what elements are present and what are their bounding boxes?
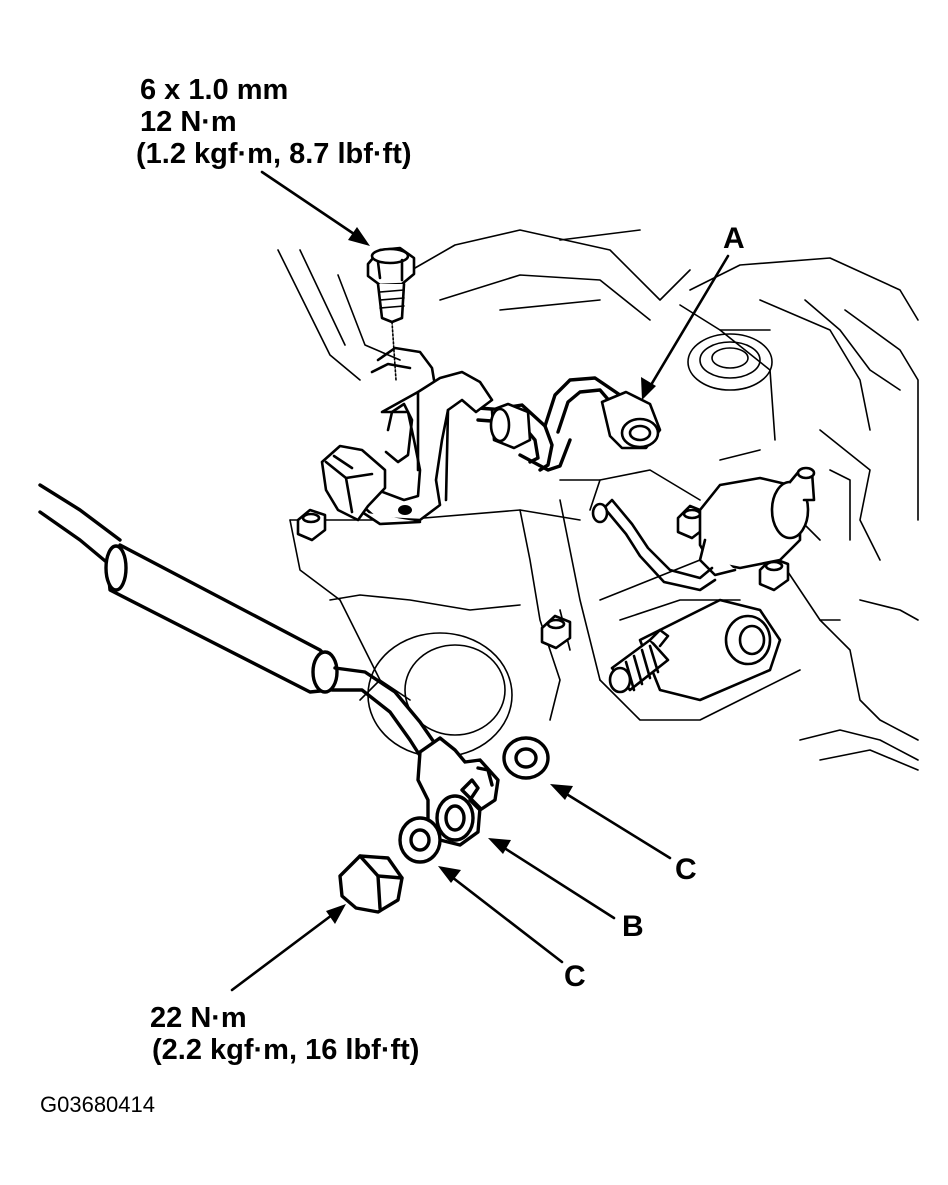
cable-sleeve: [104, 543, 339, 694]
callout-a: A: [723, 222, 745, 255]
cable-wire: [330, 666, 440, 764]
terminal-nut: [338, 854, 404, 914]
callout-b: B: [622, 910, 644, 943]
fuel-rail-end: [608, 598, 782, 702]
hose-joint: [489, 402, 532, 450]
figure-code: G03680414: [40, 1092, 155, 1117]
bracket-bolt: [366, 246, 416, 381]
bracket-hose-loop: [370, 346, 436, 464]
quick-connector: [600, 390, 662, 450]
washer-upper: [502, 736, 550, 780]
cam-boss: [687, 333, 773, 391]
callout-c-lower: C: [564, 960, 586, 993]
ground-cable: [38, 483, 122, 567]
hose-bracket: [354, 370, 494, 526]
nut-torque-alt-label: (2.2 kgf·m, 16 lbf·ft): [152, 1034, 420, 1066]
block-bolts: [296, 504, 790, 650]
bolt-torque-alt-label: (1.2 kgf·m, 8.7 lbf·ft): [136, 138, 412, 170]
return-hose: [591, 498, 717, 592]
pressure-regulator: [698, 466, 816, 577]
ring-terminal: [416, 736, 500, 847]
washer-lower: [398, 816, 442, 864]
connector-clip: [320, 444, 387, 522]
bolt-size-label: 6 x 1.0 mm: [140, 74, 289, 106]
nut-torque-label: 22 N·m: [150, 1002, 247, 1034]
bolt-torque-label: 12 N·m: [140, 106, 237, 138]
callout-c-upper: C: [675, 853, 697, 886]
leader-arrows: [230, 170, 730, 992]
